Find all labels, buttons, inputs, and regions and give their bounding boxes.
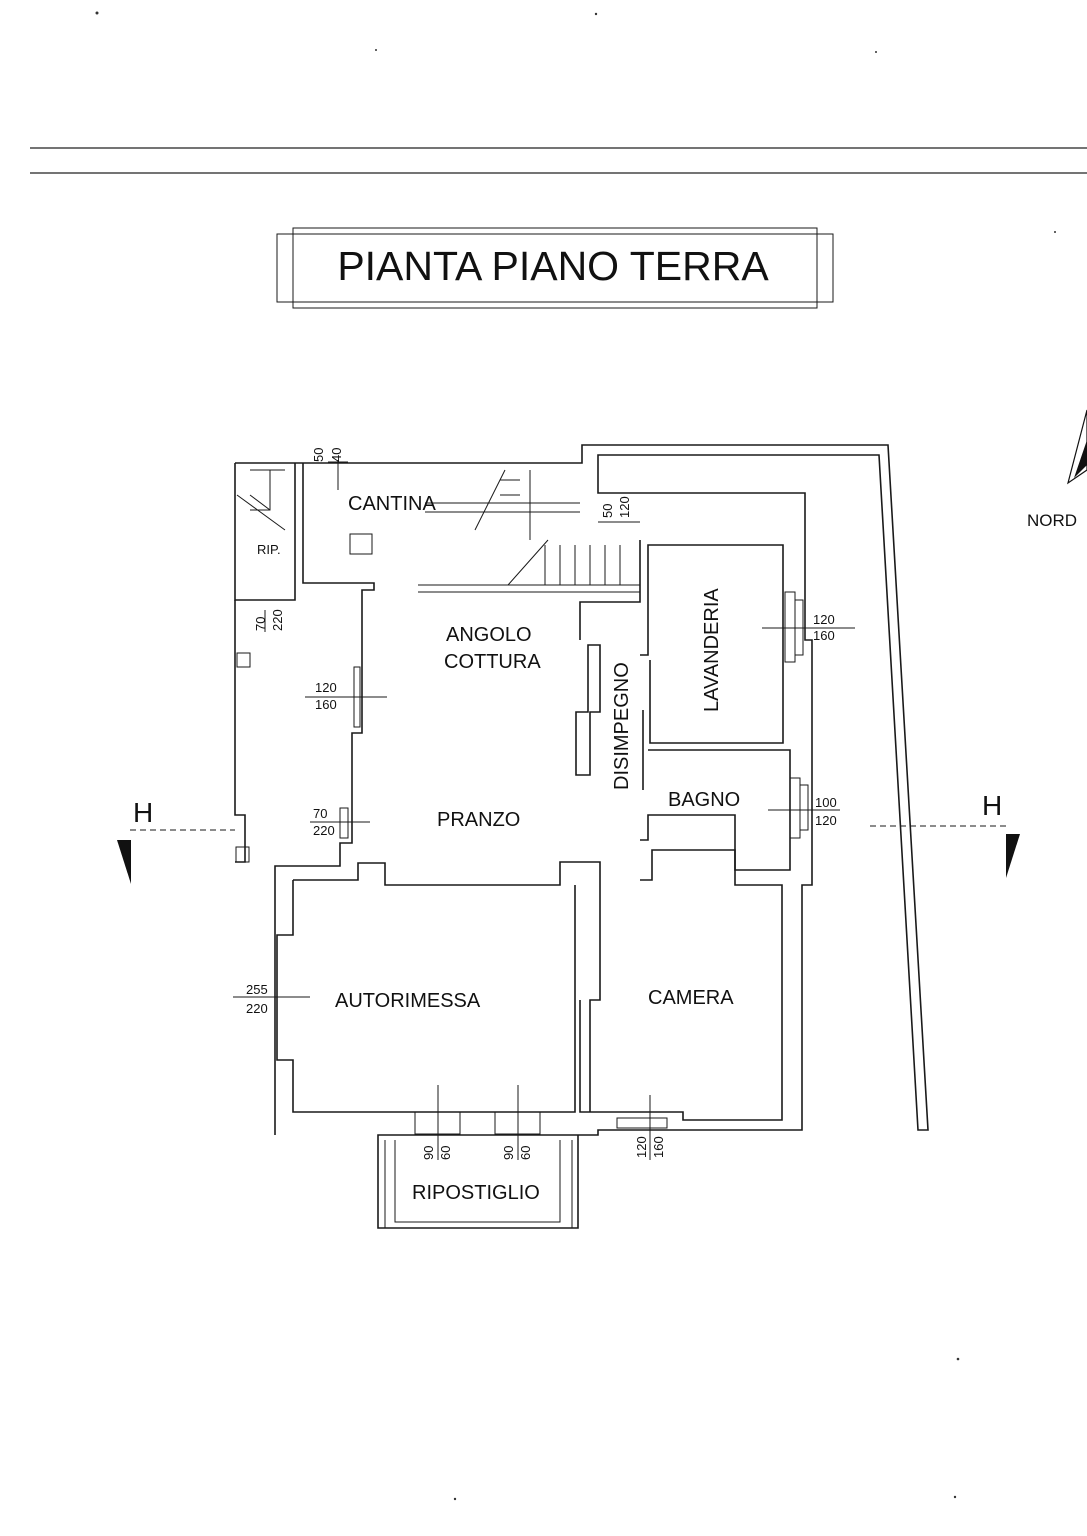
plan-title: PIANTA PIANO TERRA <box>337 243 769 289</box>
opening-labels: 50 40 50 120 70 220 120 160 120 160 70 2… <box>246 448 837 1160</box>
section-marker-left: H <box>133 797 153 828</box>
svg-text:255: 255 <box>246 982 268 997</box>
svg-text:160: 160 <box>315 697 337 712</box>
svg-text:70: 70 <box>253 617 268 631</box>
room-ripostiglio: RIPOSTIGLIO <box>412 1182 540 1204</box>
svg-text:90: 90 <box>421 1146 436 1160</box>
room-bagno: BAGNO <box>668 789 740 811</box>
room-angolo-cottura-2: COTTURA <box>444 651 541 673</box>
svg-text:120: 120 <box>634 1136 649 1158</box>
north-label: NORD <box>1027 511 1077 530</box>
room-autorimessa: AUTORIMESSA <box>335 990 481 1012</box>
svg-text:70: 70 <box>313 806 327 821</box>
room-disimpegno: DISIMPEGNO <box>611 662 633 790</box>
opening-lavanderia-window: 120 160 <box>813 612 835 643</box>
opening-rip-door: 70 220 <box>253 609 285 631</box>
svg-text:50: 50 <box>600 504 615 518</box>
room-pranzo: PRANZO <box>437 809 520 831</box>
svg-text:220: 220 <box>270 609 285 631</box>
svg-text:220: 220 <box>246 1001 268 1016</box>
opening-rip-door-right: 90 60 <box>501 1146 533 1160</box>
svg-text:100: 100 <box>815 795 837 810</box>
opening-bagno-window: 100 120 <box>815 795 837 828</box>
opening-stair: 50 120 <box>600 496 632 518</box>
title-box: PIANTA PIANO TERRA <box>276 227 834 309</box>
svg-text:120: 120 <box>813 612 835 627</box>
building-walls <box>233 444 929 1229</box>
section-line-h: H H <box>117 790 1020 884</box>
opening-cantina-top: 50 40 <box>311 448 344 462</box>
opening-pranzo-door: 70 220 <box>313 806 335 838</box>
opening-autorimessa-door: 255 220 <box>246 982 268 1016</box>
svg-text:160: 160 <box>651 1136 666 1158</box>
svg-text:120: 120 <box>815 813 837 828</box>
north-arrow: NORD <box>1027 409 1087 530</box>
room-cantina: CANTINA <box>348 493 436 515</box>
svg-text:160: 160 <box>813 628 835 643</box>
room-lavanderia: LAVANDERIA <box>701 588 723 712</box>
svg-text:50: 50 <box>311 448 326 462</box>
room-camera: CAMERA <box>648 987 734 1009</box>
opening-rip-door-left: 90 60 <box>421 1146 453 1160</box>
svg-text:60: 60 <box>518 1146 533 1160</box>
opening-cottura-window: 120 160 <box>315 680 337 712</box>
section-marker-right: H <box>982 790 1002 821</box>
svg-text:90: 90 <box>501 1146 516 1160</box>
svg-text:120: 120 <box>315 680 337 695</box>
svg-text:220: 220 <box>313 823 335 838</box>
room-angolo-cottura-1: ANGOLO <box>446 624 532 646</box>
room-labels: CANTINA RIP. ANGOLO COTTURA PRANZO DISIM… <box>257 493 740 1204</box>
opening-camera-window: 120 160 <box>634 1136 666 1158</box>
room-rip: RIP. <box>257 542 281 557</box>
svg-text:120: 120 <box>617 496 632 518</box>
svg-text:60: 60 <box>438 1146 453 1160</box>
scan-specks <box>95 11 1056 1501</box>
svg-text:40: 40 <box>329 448 344 462</box>
